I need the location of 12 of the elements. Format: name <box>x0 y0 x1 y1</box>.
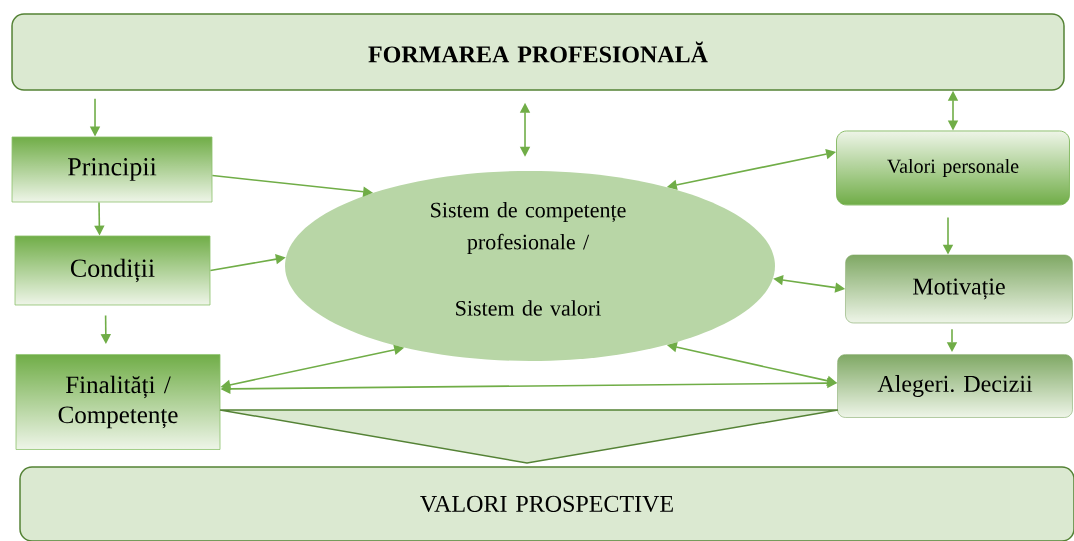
process-box: Condiții <box>14 235 211 306</box>
ellipse-text: Sistem de valori <box>456 300 601 316</box>
central-ellipse <box>285 171 775 361</box>
ellipse-text: Sistem de competențe profesionale / <box>431 202 626 254</box>
triangle-shape <box>219 409 839 464</box>
title-banner: FORMAREA PROFESIONALĂ <box>11 13 1065 91</box>
process-box: Valori personale <box>836 130 1070 206</box>
process-box: Principii <box>11 136 213 203</box>
process-box: Motivație <box>845 254 1073 324</box>
process-box: Alegeri. Decizii <box>837 354 1073 418</box>
process-box: Finalități / Competențe <box>15 354 221 450</box>
result-banner: VALORI PROSPECTIVE <box>19 466 1074 541</box>
